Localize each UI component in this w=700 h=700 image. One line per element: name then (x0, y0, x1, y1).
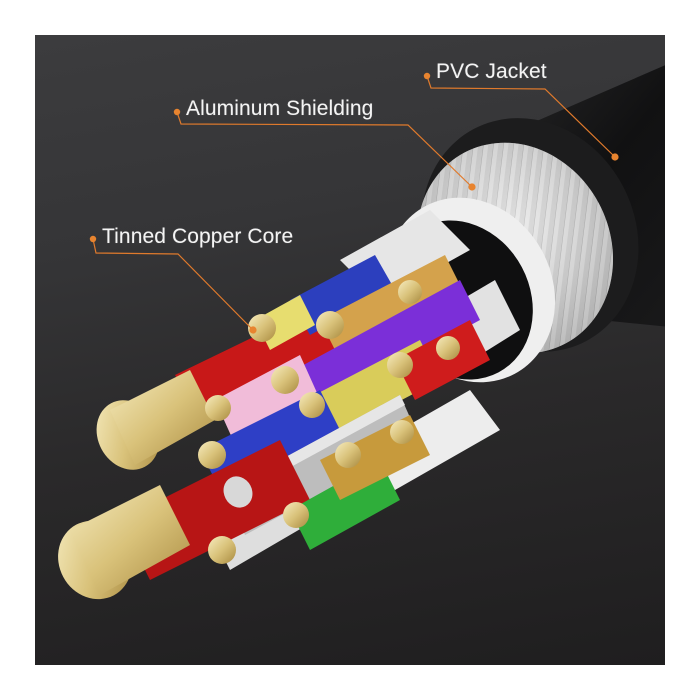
callout-label-aluminum-shielding: Aluminum Shielding (186, 97, 374, 120)
product-image-panel (35, 35, 665, 665)
callout-label-pvc-jacket: PVC Jacket (436, 60, 547, 83)
callout-label-tinned-copper-core: Tinned Copper Core (102, 225, 294, 248)
